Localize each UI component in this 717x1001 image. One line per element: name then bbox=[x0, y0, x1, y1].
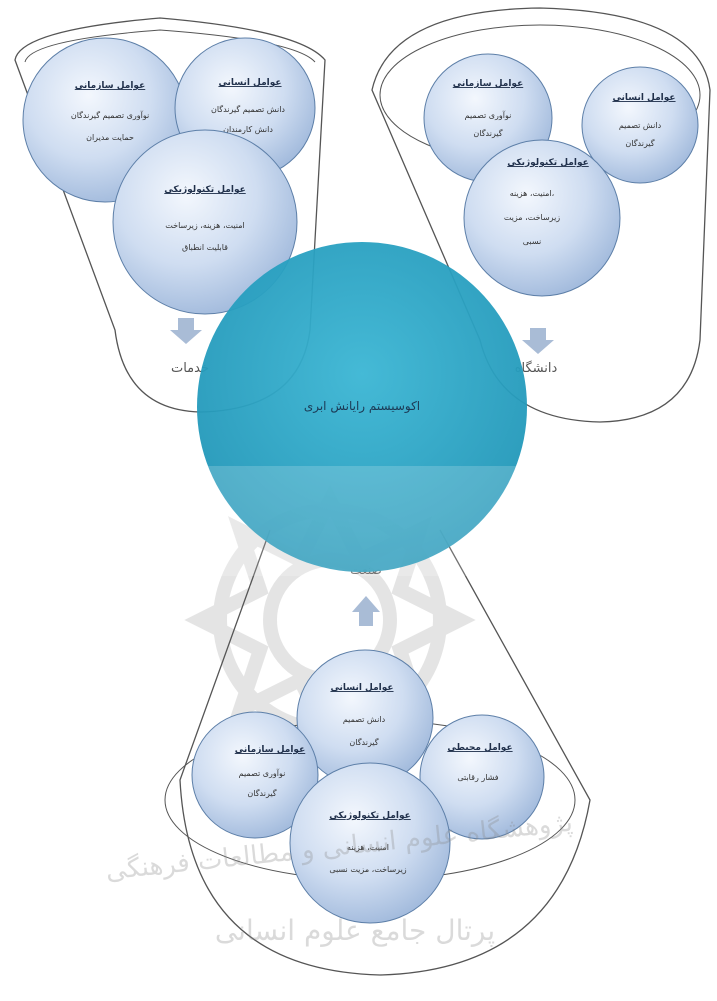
svg-text:عوامل سازمانی: عوامل سازمانی bbox=[453, 79, 523, 89]
industry-tech-circle: عوامل تکنولوژیکی امنیت، هزینه زیرساخت، م… bbox=[289, 762, 451, 924]
svg-text:عوامل سازمانی: عوامل سازمانی bbox=[75, 81, 145, 91]
services-tech-circle: عوامل تکنولوژیکی امنیت، هزینه، زیرساخت ق… bbox=[112, 129, 298, 315]
up-arrow-icon bbox=[352, 596, 380, 626]
svg-text:عوامل تکنولوژیکی: عوامل تکنولوژیکی bbox=[164, 185, 245, 195]
svg-text:نوآوری تصمیم: نوآوری تصمیم bbox=[465, 110, 512, 120]
svg-text:دانش تصمیم گیرندگان: دانش تصمیم گیرندگان bbox=[211, 104, 285, 114]
industry-human-circle: عوامل انسانی دانش تصمیم گیرندگان bbox=[296, 649, 434, 787]
svg-text:نوآوری تصمیم: نوآوری تصمیم bbox=[239, 768, 286, 778]
down-arrow-icon bbox=[170, 318, 202, 344]
svg-text:دانش تصمیم: دانش تصمیم bbox=[619, 121, 662, 130]
svg-text:زیرساخت، مزیت: زیرساخت، مزیت bbox=[504, 213, 560, 222]
svg-text:عوامل تکنولوژیکی: عوامل تکنولوژیکی bbox=[507, 158, 588, 168]
svg-text:عوامل محیطی: عوامل محیطی bbox=[447, 743, 512, 753]
svg-text:دانش کارمندان: دانش کارمندان bbox=[223, 125, 273, 134]
svg-text:امنیت، هزینه،: امنیت، هزینه، bbox=[510, 189, 554, 198]
university-label: دانشگاه bbox=[515, 360, 558, 376]
svg-text:دانش تصمیم: دانش تصمیم bbox=[343, 715, 386, 724]
svg-text:زیرساخت، مزیت نسبی: زیرساخت، مزیت نسبی bbox=[329, 865, 406, 874]
svg-text:گیرندگان: گیرندگان bbox=[247, 788, 276, 798]
svg-text:گیرندگان: گیرندگان bbox=[625, 138, 654, 148]
center-ecosystem: اکوسیستم رایانش ابری bbox=[196, 242, 528, 576]
svg-text:امنیت، هزینه، زیرساخت: امنیت، هزینه، زیرساخت bbox=[165, 221, 244, 230]
svg-text:فشار رقابتی: فشار رقابتی bbox=[457, 773, 498, 782]
svg-text:عوامل تکنولوژیکی: عوامل تکنولوژیکی bbox=[329, 811, 410, 821]
industry-env-circle: عوامل محیطی فشار رقابتی bbox=[419, 714, 545, 840]
services-section: خدمات bbox=[170, 318, 209, 376]
services-label: خدمات bbox=[171, 361, 209, 376]
svg-text:امنیت، هزینه: امنیت، هزینه bbox=[347, 843, 389, 852]
down-arrow-icon bbox=[522, 328, 554, 354]
svg-text:نسبی: نسبی bbox=[523, 237, 541, 246]
svg-text:گیرندگان: گیرندگان bbox=[473, 128, 502, 138]
svg-text:عوامل سازمانی: عوامل سازمانی bbox=[235, 745, 305, 755]
center-title: اکوسیستم رایانش ابری bbox=[304, 399, 420, 414]
svg-text:حمایت مدیران: حمایت مدیران bbox=[86, 133, 134, 142]
university-tech-circle: عوامل تکنولوژیکی امنیت، هزینه، زیرساخت، … bbox=[463, 139, 621, 297]
svg-text:پرتال جامع علوم انسانی: پرتال جامع علوم انسانی bbox=[215, 914, 495, 947]
services-cone bbox=[14, 17, 326, 413]
svg-text:عوامل انسانی: عوامل انسانی bbox=[612, 93, 675, 103]
industry-org-circle: عوامل سازمانی نوآوری تصمیم گیرندگان bbox=[191, 711, 319, 839]
svg-text:عوامل انسانی: عوامل انسانی bbox=[330, 683, 393, 693]
svg-text:عوامل انسانی: عوامل انسانی bbox=[218, 78, 281, 88]
svg-text:نوآوری تصمیم گیرندگان: نوآوری تصمیم گیرندگان bbox=[71, 110, 149, 120]
svg-text:گیرندگان: گیرندگان bbox=[349, 737, 378, 747]
university-human-circle: عوامل انسانی دانش تصمیم گیرندگان bbox=[581, 66, 699, 184]
svg-text:قابلیت انطباق: قابلیت انطباق bbox=[182, 243, 228, 252]
university-section: دانشگاه bbox=[515, 328, 558, 376]
